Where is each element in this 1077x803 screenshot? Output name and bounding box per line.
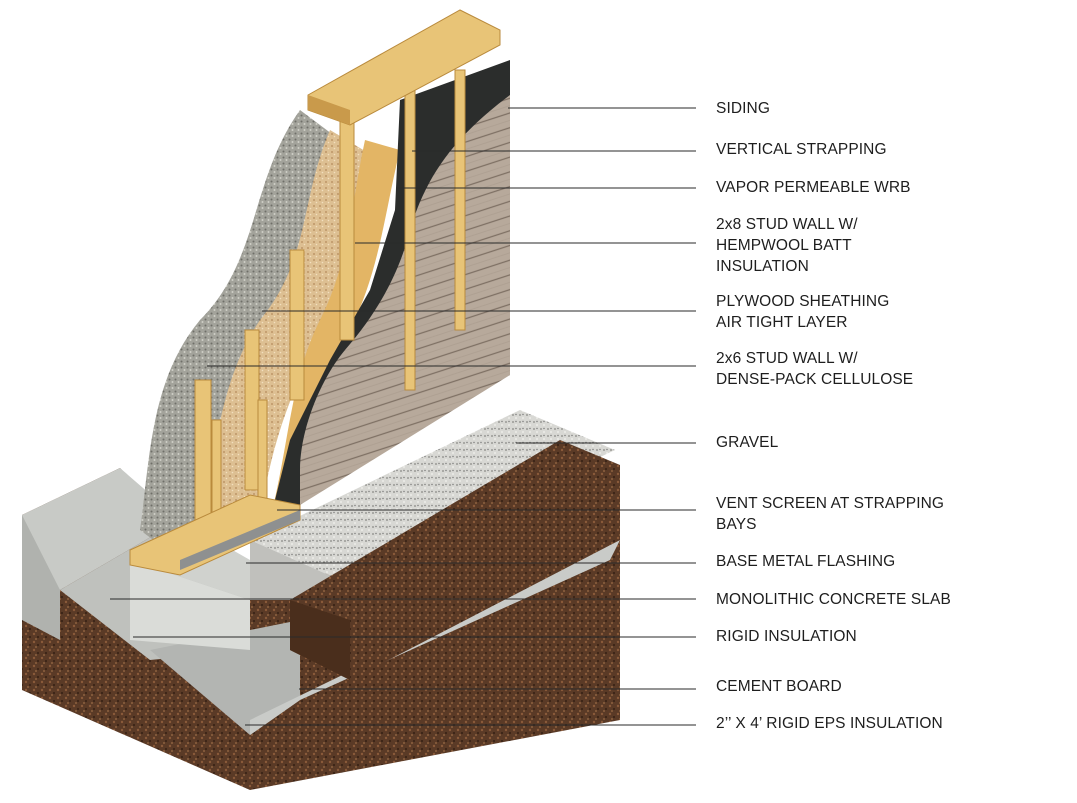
callout-text: BASE METAL FLASHING [716, 553, 896, 570]
callout-text: SIDING [716, 100, 770, 117]
callout-text: 2’’ X 4’ RIGID EPS INSULATION [716, 715, 943, 732]
callout-text: VAPOR PERMEABLE WRB [716, 179, 911, 196]
callout-text: BAYS [716, 516, 757, 533]
callout-gravel: GRAVEL [716, 432, 1066, 453]
callout-text: AIR TIGHT LAYER [716, 314, 848, 331]
callout-text: RIGID INSULATION [716, 628, 857, 645]
callout-text: INSULATION [716, 258, 809, 275]
callout-vapor-permeable-wrb: VAPOR PERMEABLE WRB [716, 177, 1066, 198]
callout-text: PLYWOOD SHEATHING [716, 293, 890, 310]
callout-plywood-sheathing: PLYWOOD SHEATHING AIR TIGHT LAYER [716, 291, 1066, 333]
callout-text: GRAVEL [716, 434, 779, 451]
callout-vent-screen: VENT SCREEN AT STRAPPING BAYS [716, 493, 1066, 535]
callout-text: DENSE-PACK CELLULOSE [716, 371, 914, 388]
callout-vertical-strapping: VERTICAL STRAPPING [716, 139, 1066, 160]
callout-text: 2x6 STUD WALL W/ [716, 350, 858, 367]
callout-monolithic-concrete-slab: MONOLITHIC CONCRETE SLAB [716, 589, 1066, 610]
callout-text: CEMENT BOARD [716, 678, 842, 695]
leader-lines [110, 107, 696, 726]
callout-siding: SIDING [716, 98, 1066, 119]
callout-text: 2x8 STUD WALL W/ [716, 216, 858, 233]
callout-2x8-stud-wall: 2x8 STUD WALL W/ HEMPWOOL BATT INSULATIO… [716, 214, 1066, 277]
callout-text: VERTICAL STRAPPING [716, 141, 887, 158]
callout-rigid-insulation: RIGID INSULATION [716, 626, 1066, 647]
callout-2x6-stud-wall: 2x6 STUD WALL W/ DENSE-PACK CELLULOSE [716, 348, 1066, 390]
soil-berm [290, 440, 620, 680]
callout-text: MONOLITHIC CONCRETE SLAB [716, 591, 951, 608]
callout-rigid-eps-insulation: 2’’ X 4’ RIGID EPS INSULATION [716, 713, 1066, 734]
wall-assembly [129, 9, 510, 576]
callout-text: HEMPWOOL BATT [716, 237, 852, 254]
callout-base-metal-flashing: BASE METAL FLASHING [716, 551, 1066, 572]
callout-text: VENT SCREEN AT STRAPPING [716, 495, 945, 512]
callout-cement-board: CEMENT BOARD [716, 676, 1066, 697]
